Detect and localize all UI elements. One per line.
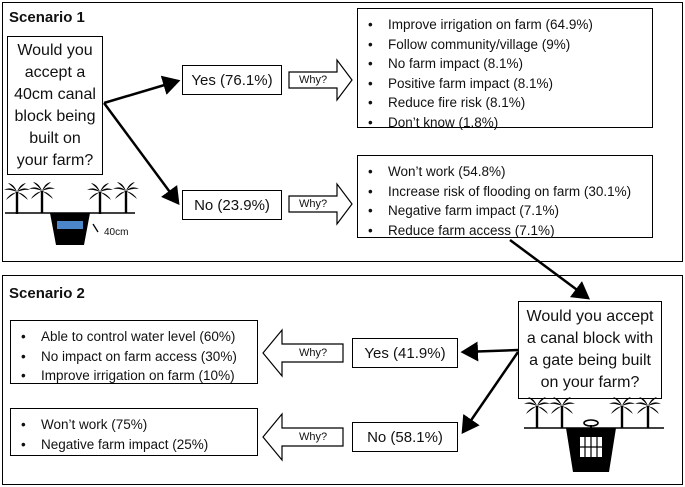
scenario1-no-reasons: Won’t work (54.8%) Increase risk of floo… <box>357 155 653 241</box>
scenario1-title: Scenario 1 <box>9 9 85 26</box>
list-item: No farm impact (8.1%) <box>366 54 644 74</box>
arrow-to-no <box>102 102 180 206</box>
list-item: Follow community/village (9%) <box>366 35 644 55</box>
list-item: Positive farm impact (8.1%) <box>366 74 644 94</box>
arrow-s2-to-yes <box>460 341 519 362</box>
list-item: Improve irrigation on farm (64.9%) <box>366 15 644 35</box>
list-item: Don’t know (1.8%) <box>366 113 644 133</box>
scenario2-yes-box: Yes (41.9%) <box>352 338 458 368</box>
list-item: Reduce farm access (7.1%) <box>366 221 644 241</box>
scenario2-no-box: No (58.1%) <box>352 422 458 452</box>
list-item: Reduce fire risk (8.1%) <box>366 93 644 113</box>
scenario1-no-box: No (23.9%) <box>182 190 282 220</box>
arrow-to-scenario2 <box>509 238 591 300</box>
scenario2-panel <box>2 275 683 485</box>
why-label: Why? <box>298 431 328 443</box>
canal-depth-label: 40cm <box>104 227 129 238</box>
why-arrow-s2-no <box>262 412 344 462</box>
scenario2-title: Scenario 2 <box>9 285 85 302</box>
list-item: Negative farm impact (25%) <box>19 435 249 455</box>
list-item: Won’t work (75%) <box>19 415 249 435</box>
arrow-s2-to-no <box>461 351 520 435</box>
list-item: Won’t work (54.8%) <box>366 162 644 182</box>
why-label: Why? <box>298 347 328 359</box>
why-arrow-no <box>288 182 353 226</box>
list-item: Able to control water level (60%) <box>19 327 249 347</box>
why-label: Why? <box>298 198 328 210</box>
why-label: Why? <box>298 74 328 86</box>
why-arrow-s2-yes <box>262 328 344 378</box>
why-arrow-yes <box>288 58 353 102</box>
list-item: No impact on farm access (30%) <box>19 347 249 367</box>
arrow-to-yes <box>103 75 181 105</box>
list-item: Improve irrigation on farm (10%) <box>19 366 249 386</box>
scenario1-yes-box: Yes (76.1%) <box>182 65 282 95</box>
scenario1-question: Would you accept a 40cm canal block bein… <box>7 36 103 175</box>
scenario2-no-reasons: Won’t work (75%) Negative farm impact (2… <box>10 408 258 456</box>
scenario2-question: Would you accept a canal block with a ga… <box>518 301 662 399</box>
list-item: Increase risk of flooding on farm (30.1%… <box>366 182 644 202</box>
scenario2-yes-reasons: Able to control water level (60%) No imp… <box>10 320 258 386</box>
scenario1-yes-reasons: Improve irrigation on farm (64.9%) Follo… <box>357 8 653 132</box>
scenario1-panel <box>2 2 683 262</box>
list-item: Negative farm impact (7.1%) <box>366 201 644 221</box>
